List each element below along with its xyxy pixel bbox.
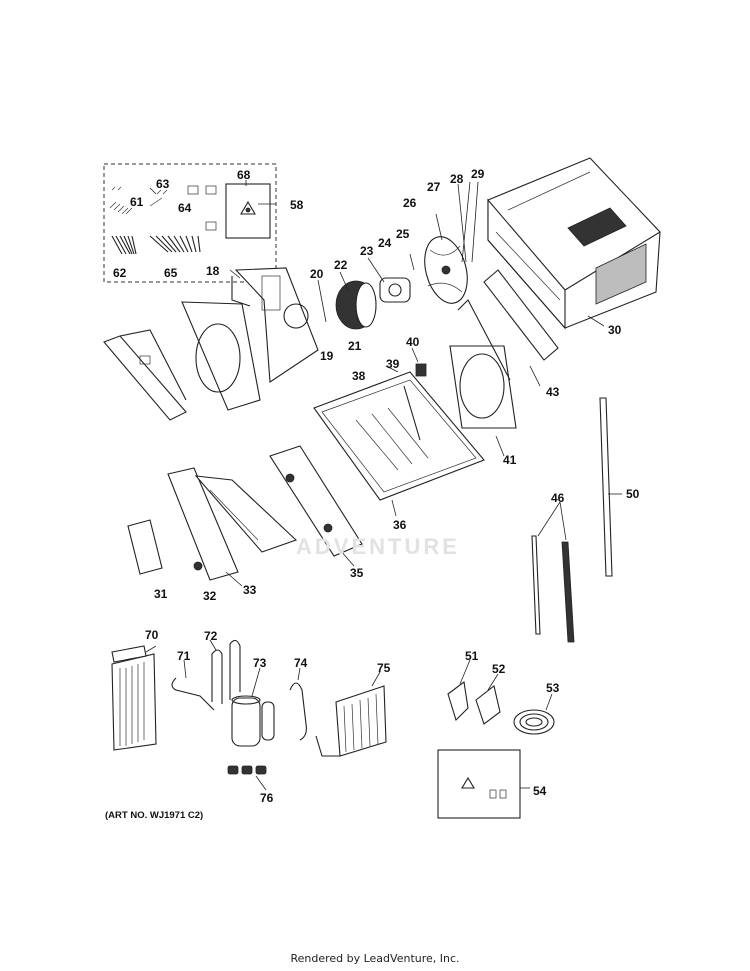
part-31 <box>127 519 163 575</box>
callout-53: 53 <box>546 681 560 695</box>
callout-22: 22 <box>334 258 348 272</box>
callout-65: 65 <box>164 266 178 280</box>
front-grille <box>103 329 187 421</box>
callout-52: 52 <box>492 662 506 676</box>
callout-20: 20 <box>310 267 324 281</box>
callout-54: 54 <box>533 784 547 798</box>
callout-18: 18 <box>206 264 220 278</box>
callout-21: 21 <box>348 339 362 353</box>
bracket-33 <box>167 467 298 581</box>
callout-26: 26 <box>403 196 417 210</box>
condenser-75 <box>315 685 387 757</box>
tube-74 <box>289 682 307 741</box>
screws-62 <box>111 235 137 255</box>
callout-62: 62 <box>113 266 127 280</box>
callout-19: 19 <box>320 349 334 363</box>
leader-lines <box>145 180 622 791</box>
callout-30: 30 <box>608 323 622 337</box>
bracket-52 <box>475 685 501 725</box>
watermark-text: ADVENTURE <box>296 534 460 559</box>
grommets-76 <box>227 765 267 775</box>
front-frame <box>181 301 261 411</box>
hardware-kit-box <box>103 163 277 283</box>
callout-63: 63 <box>156 177 170 191</box>
callout-41: 41 <box>503 453 517 467</box>
base-pan-36 <box>313 371 485 501</box>
screws-65 <box>149 235 201 253</box>
callout-27: 27 <box>427 180 441 194</box>
callout-36: 36 <box>393 518 407 532</box>
callout-32: 32 <box>203 589 217 603</box>
callout-23: 23 <box>360 244 374 258</box>
strip-50 <box>599 397 613 577</box>
callout-43: 43 <box>546 385 560 399</box>
callout-70: 70 <box>145 628 159 642</box>
compressor-73 <box>231 695 275 747</box>
callout-75: 75 <box>377 661 391 675</box>
callout-39: 39 <box>386 357 400 371</box>
coil-53 <box>513 709 555 735</box>
callout-25: 25 <box>396 227 410 241</box>
footer-credit: Rendered by LeadVenture, Inc. <box>290 952 460 965</box>
callout-73: 73 <box>253 656 267 670</box>
orifice-41 <box>449 299 517 429</box>
strips-46 <box>531 535 575 643</box>
kit-box-54 <box>437 749 521 819</box>
callout-31: 31 <box>154 587 168 601</box>
callout-33: 33 <box>243 583 257 597</box>
callout-38: 38 <box>352 369 366 383</box>
panel-43 <box>483 269 559 361</box>
part-32 <box>193 561 203 571</box>
blower-housing-18 <box>231 267 319 383</box>
bracket-51 <box>447 681 469 722</box>
tube-72 <box>211 639 241 704</box>
blower-wheel-22 <box>335 280 377 330</box>
callout-46: 46 <box>551 491 565 505</box>
callout-71: 71 <box>177 649 191 663</box>
callout-58: 58 <box>290 198 304 212</box>
drain-pan-35 <box>269 445 363 557</box>
callout-64: 64 <box>178 201 192 215</box>
callout-50: 50 <box>626 487 640 501</box>
callout-35: 35 <box>350 566 364 580</box>
callout-74: 74 <box>294 656 308 670</box>
fan-26 <box>424 236 468 304</box>
callout-61: 61 <box>130 195 144 209</box>
callout-29: 29 <box>471 167 485 181</box>
callout-72: 72 <box>204 629 218 643</box>
callout-68: 68 <box>237 168 251 182</box>
switch-39 <box>415 363 427 377</box>
cabinet-30 <box>487 157 661 330</box>
callout-24: 24 <box>378 236 392 250</box>
callout-76: 76 <box>260 791 274 805</box>
callout-28: 28 <box>450 172 464 186</box>
evaporator-70 <box>111 645 157 751</box>
callout-51: 51 <box>465 649 479 663</box>
callout-40: 40 <box>406 335 420 349</box>
tube-71 <box>171 677 215 711</box>
motor-23 <box>379 277 411 303</box>
art-number: (ART NO. WJ1971 C2) <box>105 810 204 821</box>
